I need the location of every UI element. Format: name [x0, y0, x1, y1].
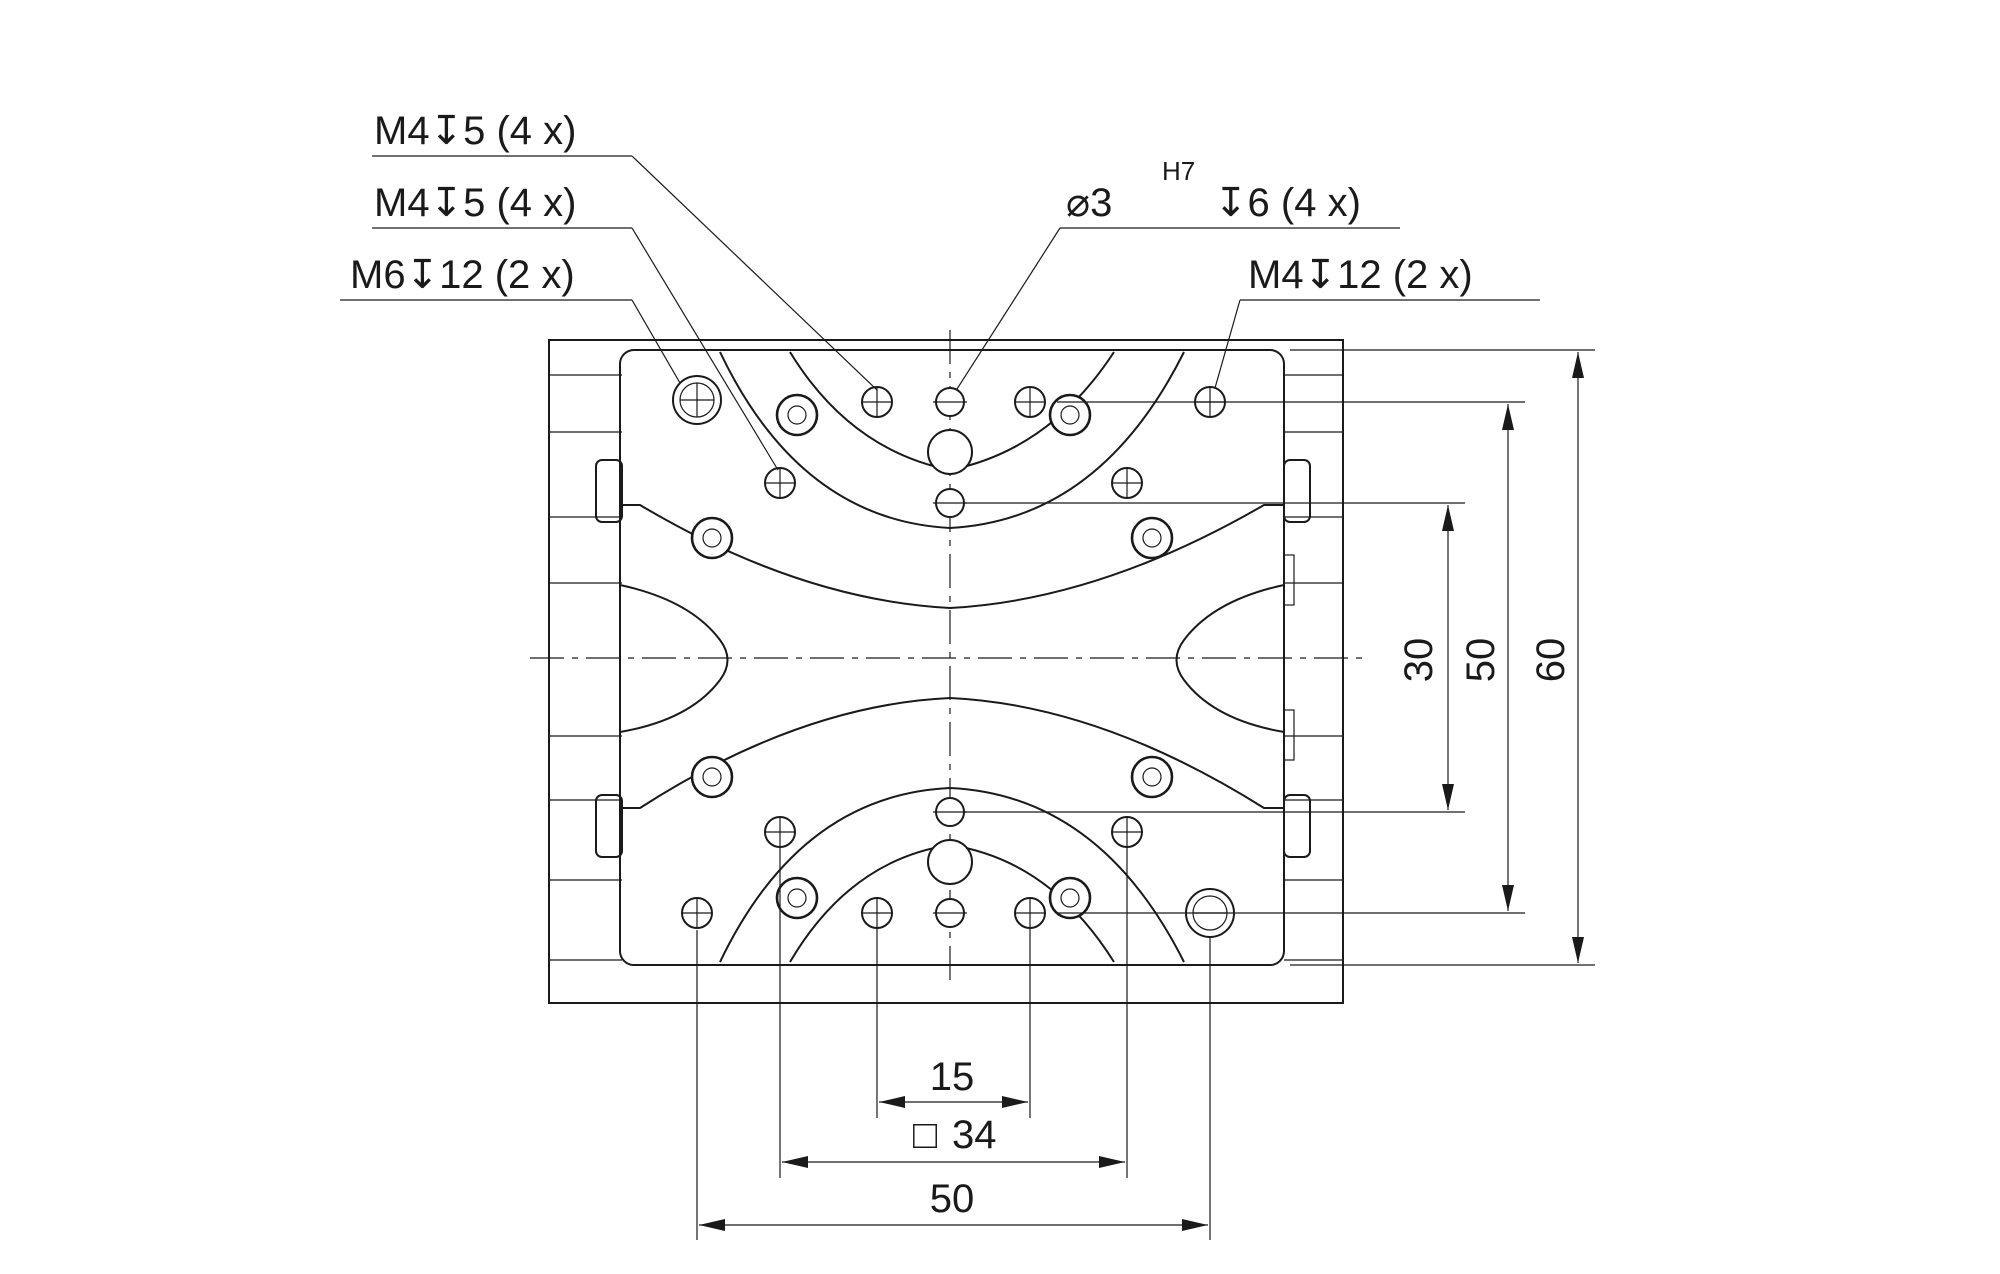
dowel-hole: [933, 797, 967, 827]
m4-deep-hole: [681, 897, 713, 929]
socket-head-screw: [1130, 516, 1174, 560]
dimension-15: 15: [930, 1055, 975, 1099]
dowel-hole: [933, 488, 967, 518]
socket-head-screw: [690, 755, 734, 799]
dimension-60: 60: [1529, 638, 1573, 683]
svg-text:M4↧5 (4 x): M4↧5 (4 x): [374, 109, 576, 153]
m4-threaded-hole: [1111, 816, 1143, 848]
thread-size: M4: [374, 181, 430, 225]
dimension-34-square-symbol: □: [913, 1113, 937, 1157]
m4-threaded-hole: [764, 816, 796, 848]
m6-threaded-hole: [672, 375, 722, 425]
thread-size: M4: [1248, 253, 1304, 297]
thread-size: M6: [350, 253, 406, 297]
svg-text:↧6 (4 x): ↧6 (4 x): [1214, 181, 1361, 225]
dimension-50-horizontal: 50: [930, 1177, 975, 1221]
m4-threaded-hole: [861, 386, 893, 418]
socket-head-screw: [690, 516, 734, 560]
diameter-symbol: ⌀: [1066, 181, 1090, 225]
dimension-34: 34: [952, 1113, 997, 1157]
thread-size: M4: [374, 109, 430, 153]
socket-head-screw: [775, 393, 819, 437]
svg-text:⌀3: ⌀3: [1066, 181, 1112, 225]
svg-text:M4↧5 (4 x): M4↧5 (4 x): [374, 181, 576, 225]
socket-head-screw: [1130, 755, 1174, 799]
thread-depth: 12: [439, 253, 484, 297]
hole-count: (4 x): [496, 109, 576, 153]
hole-count: (4 x): [496, 181, 576, 225]
vertical-dimensions: 30 50 60: [965, 349, 1595, 966]
horizontal-dimensions: 15 □ 34 50: [696, 847, 1211, 1240]
callout-dowel-3-h7: ⌀3 H7 ↧6 (4 x): [1066, 156, 1361, 225]
thread-depth: 5: [463, 181, 485, 225]
socket-head-screw: [1048, 393, 1092, 437]
svg-text:M6↧12 (2 x): M6↧12 (2 x): [350, 253, 575, 297]
thread-depth: 5: [463, 109, 485, 153]
svg-text:M4↧12 (2 x): M4↧12 (2 x): [1248, 253, 1473, 297]
dowel-size: 3: [1090, 181, 1112, 225]
m4-threaded-hole: [1111, 467, 1143, 499]
m4-threaded-hole: [861, 897, 893, 929]
dimension-30: 30: [1397, 638, 1441, 683]
depth-symbol: ↧: [1214, 181, 1248, 225]
tolerance-class: H7: [1162, 156, 1195, 186]
callout-m4-5-lower: M4↧5 (4 x): [374, 181, 576, 225]
hole-pattern: [672, 375, 1235, 938]
hole-count: (4 x): [1281, 181, 1361, 225]
center-lines: [530, 330, 1365, 985]
dowel-hole: [933, 898, 967, 928]
callout-m4-5-upper: M4↧5 (4 x): [374, 109, 576, 153]
m4-threaded-hole: [1014, 386, 1046, 418]
depth-symbol: ↧: [430, 109, 464, 153]
thread-depth: 12: [1337, 253, 1382, 297]
m4-threaded-hole: [1014, 897, 1046, 929]
leader-lines: [340, 155, 1540, 471]
socket-head-screw: [1048, 876, 1092, 920]
dowel-depth: 6: [1248, 181, 1270, 225]
m4-threaded-hole: [764, 467, 796, 499]
callout-m4-12: M4↧12 (2 x): [1248, 253, 1473, 297]
depth-symbol: ↧: [1304, 253, 1338, 297]
socket-head-screw: [775, 876, 819, 920]
dowel-hole: [933, 387, 967, 417]
callout-m6-12: M6↧12 (2 x): [350, 253, 575, 297]
hole-count: (2 x): [1393, 253, 1473, 297]
dimension-50-vertical: 50: [1459, 638, 1503, 683]
depth-symbol: ↧: [406, 253, 440, 297]
hole-count: (2 x): [495, 253, 575, 297]
depth-symbol: ↧: [430, 181, 464, 225]
